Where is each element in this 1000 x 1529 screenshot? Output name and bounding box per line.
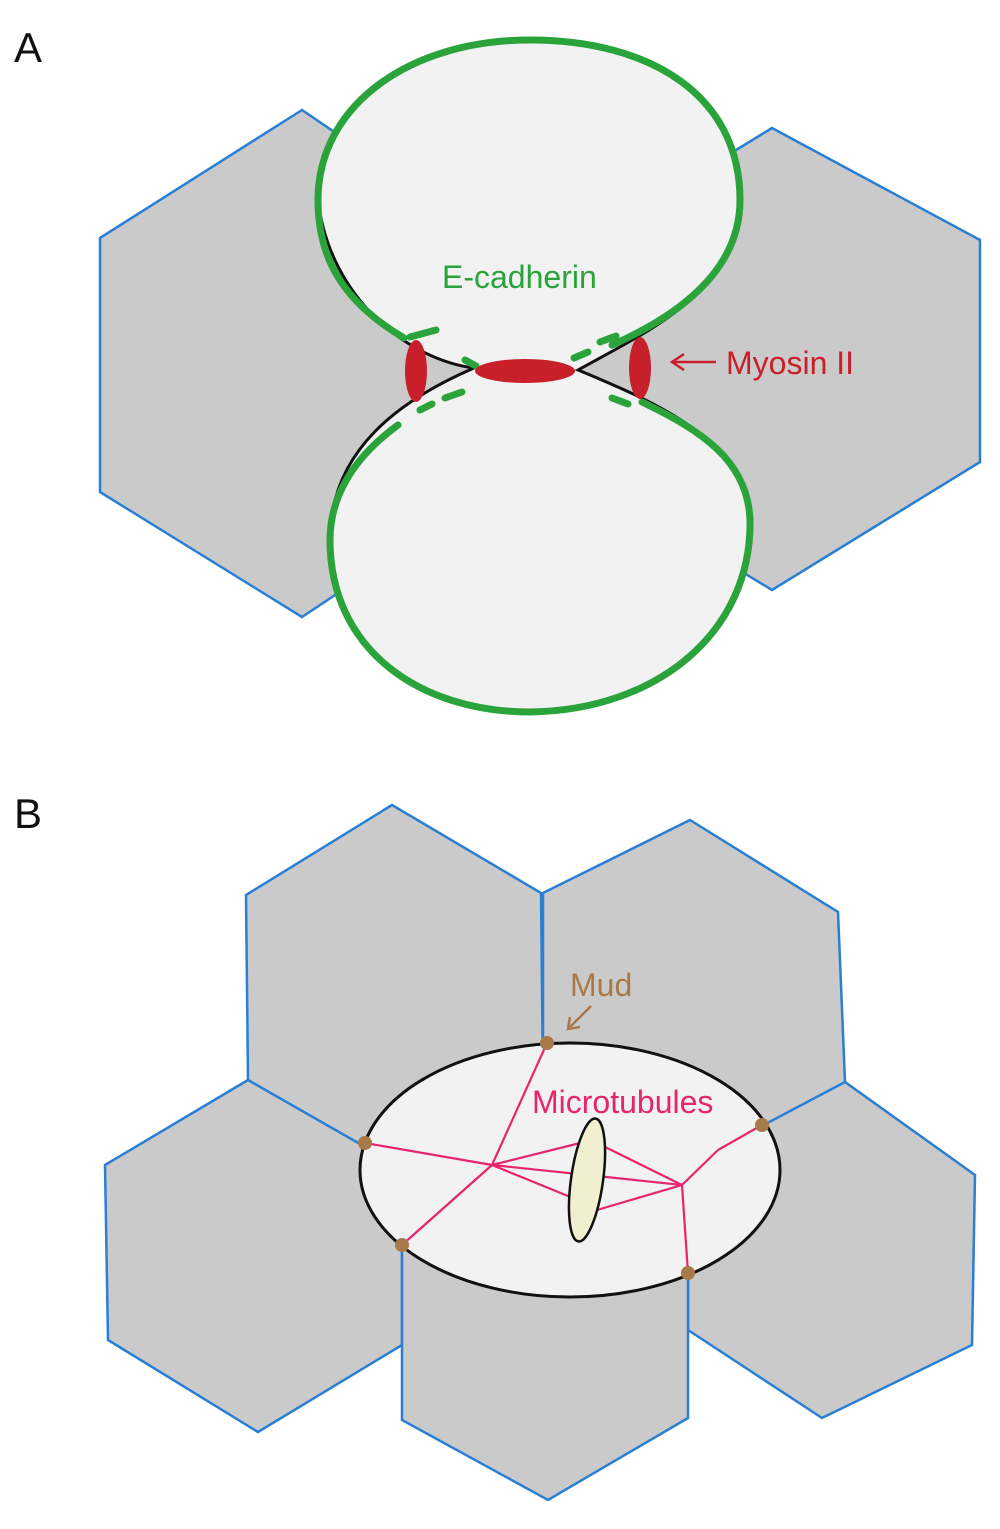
- myosin-layer: [405, 337, 651, 402]
- microtubule: [717, 1124, 763, 1151]
- mud-dot: [681, 1266, 695, 1280]
- ecadherin-upper-lobe: [314, 36, 744, 349]
- mud-arrow: [566, 1005, 592, 1031]
- mud-foci: [358, 1036, 769, 1280]
- microtubules-label: Microtubules: [532, 1084, 713, 1120]
- myosin-label: Myosin II: [726, 345, 854, 381]
- myosin-left-junction: [405, 340, 427, 402]
- microtubule: [596, 1142, 683, 1186]
- microtubule: [364, 1141, 493, 1167]
- panel-a-letter: A: [14, 24, 42, 71]
- ecadherin-dash: [406, 326, 440, 341]
- mud-label: Mud: [570, 967, 632, 1003]
- mud-dot: [540, 1036, 554, 1050]
- myosin-furrow: [475, 359, 575, 383]
- ecadherin-dash: [596, 332, 620, 346]
- panel-b: B: [14, 790, 977, 1502]
- myosin-right-junction: [629, 337, 651, 399]
- microtubule: [680, 1184, 690, 1274]
- dividing-cell: [358, 1041, 782, 1299]
- ecadherin-dash: [416, 400, 436, 414]
- ecadherin-layer: [314, 36, 754, 716]
- ecadherin-dash: [570, 348, 592, 362]
- myosin-arrow: [669, 352, 716, 372]
- mud-dot: [358, 1136, 372, 1150]
- microtubule: [490, 1042, 549, 1166]
- ecadherin-dash: [441, 388, 466, 402]
- ecadherin-dash: [608, 394, 632, 408]
- ecadherin-dash: [461, 356, 480, 370]
- ecadherin-label: E-cadherin: [442, 259, 597, 295]
- panel-b-letter: B: [14, 790, 42, 837]
- microtubule: [491, 1141, 581, 1167]
- ecadherin-lower-lobe: [326, 398, 754, 716]
- microtubules: [364, 1042, 763, 1274]
- microtubule: [596, 1183, 683, 1212]
- mud-dot: [395, 1238, 409, 1252]
- microtubule: [401, 1164, 493, 1246]
- panel-a: A E-cadherin Myosin II: [14, 24, 982, 716]
- mitotic-spindle-chromosomes: [567, 1117, 607, 1243]
- mud-dot: [755, 1118, 769, 1132]
- microtubule: [681, 1149, 719, 1186]
